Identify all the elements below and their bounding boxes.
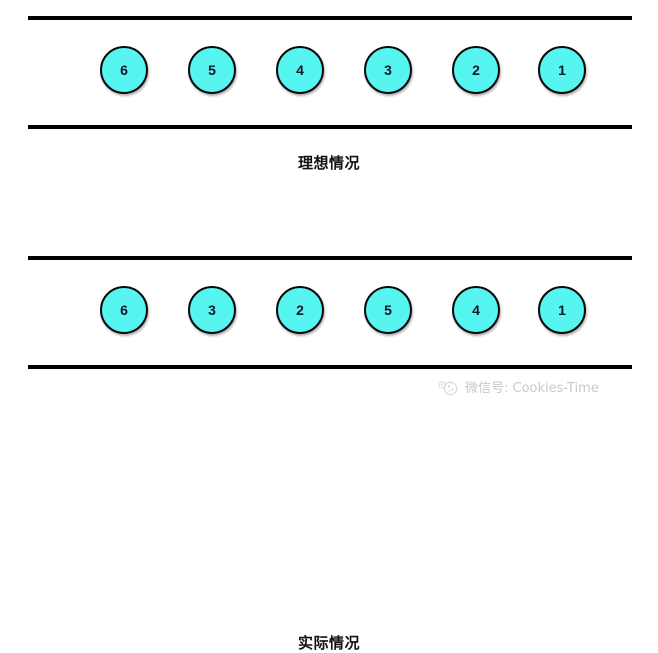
queue-item-label: 6	[120, 302, 128, 318]
queue-item: 4	[276, 46, 324, 94]
queue-item-label: 5	[384, 302, 392, 318]
watermark: 微信号: Cookies-Time	[437, 379, 599, 397]
section-caption-actual: 实际情况	[297, 634, 360, 652]
queue-item: 1	[538, 46, 586, 94]
lane-track-actual: 6 3 2 5 4 1	[28, 260, 632, 365]
queue-item-label: 5	[208, 62, 216, 78]
item-row-ideal: 6 5 4 3 2 1	[28, 20, 632, 125]
queue-item: 3	[188, 286, 236, 334]
queue-item-label: 4	[296, 62, 304, 78]
queue-item: 1	[538, 286, 586, 334]
lane-rail-top	[28, 256, 632, 260]
queue-item: 4	[452, 286, 500, 334]
queue-item: 6	[100, 286, 148, 334]
queue-item-label: 1	[558, 62, 566, 78]
lane-rail-top	[28, 16, 632, 20]
lane-track-ideal: 6 5 4 3 2 1	[28, 20, 632, 125]
queue-item-label: 1	[558, 302, 566, 318]
queue-item: 2	[276, 286, 324, 334]
watermark-text: 微信号: Cookies-Time	[465, 380, 599, 396]
queue-item-label: 3	[384, 62, 392, 78]
queue-order-diagram: 6 5 4 3 2 1 理想情况	[28, 16, 632, 652]
lane-rail-bottom	[28, 125, 632, 129]
queue-item-label: 4	[472, 302, 480, 318]
lane-rail-bottom	[28, 365, 632, 369]
queue-item-label: 2	[296, 302, 304, 318]
section-caption-ideal: 理想情况	[297, 154, 360, 172]
queue-item: 5	[364, 286, 412, 334]
queue-item: 5	[188, 46, 236, 94]
queue-item-label: 6	[120, 62, 128, 78]
item-row-actual: 6 3 2 5 4 1	[28, 260, 632, 365]
cookie-icon	[437, 379, 459, 397]
queue-item: 3	[364, 46, 412, 94]
queue-item-label: 2	[472, 62, 480, 78]
queue-item: 6	[100, 46, 148, 94]
queue-item-label: 3	[208, 302, 216, 318]
queue-item: 2	[452, 46, 500, 94]
